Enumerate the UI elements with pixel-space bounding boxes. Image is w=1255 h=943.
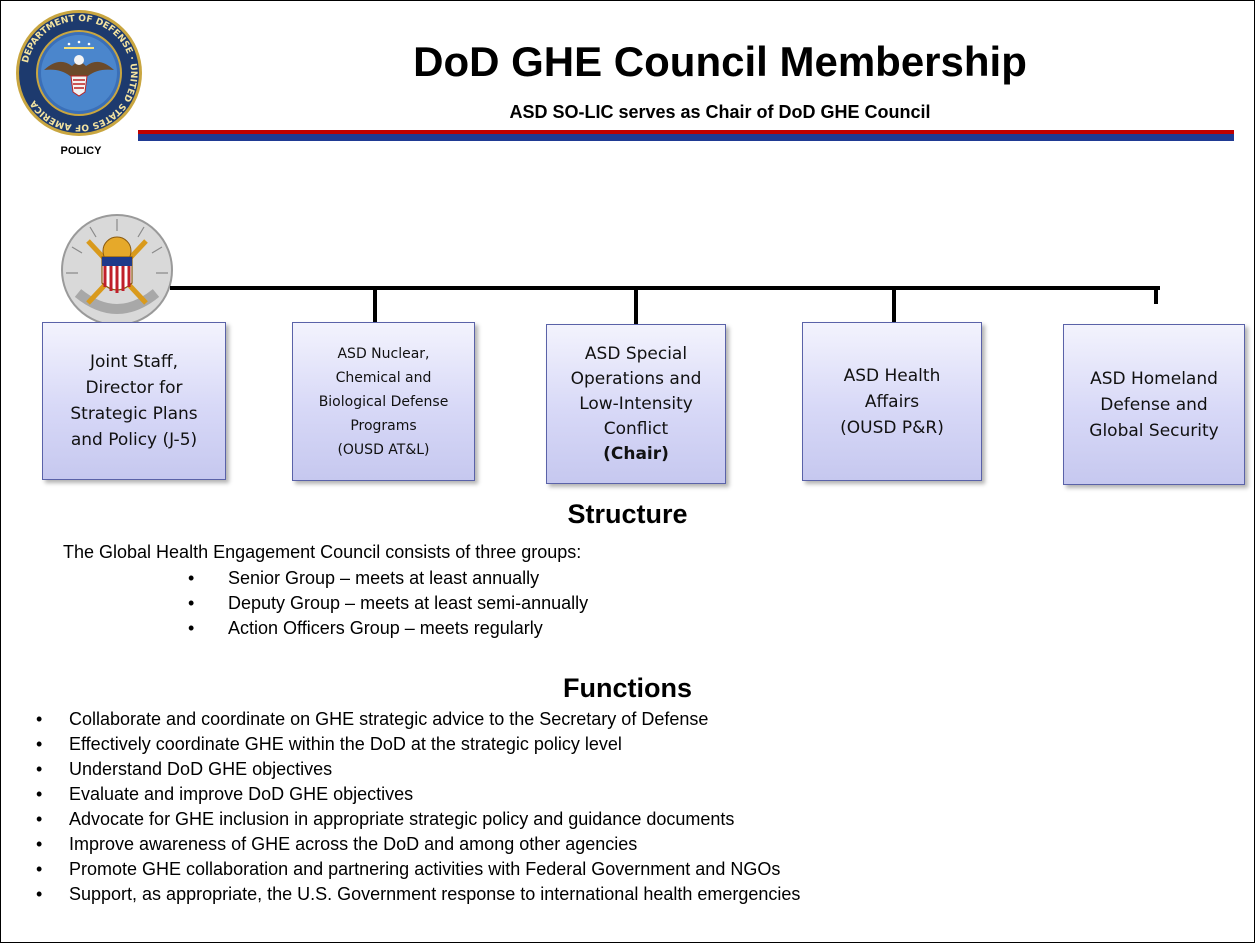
- bullet-icon: •: [36, 734, 43, 754]
- structure-intro: The Global Health Engagement Council con…: [63, 542, 582, 562]
- bullet-icon: •: [36, 834, 43, 854]
- bullet-icon: •: [36, 809, 43, 829]
- list-item: • Action Officers Group – meets regularly: [188, 616, 588, 641]
- list-item-text: Advocate for GHE inclusion in appropriat…: [69, 809, 735, 829]
- list-item-text: Senior Group – meets at least annually: [228, 568, 540, 588]
- list-item: • Improve awareness of GHE across the DoD…: [36, 832, 800, 857]
- list-item-text: Collaborate and coordinate on GHE strate…: [69, 709, 709, 729]
- org-box-label: ASD Nuclear, Chemical and Biological Def…: [318, 345, 449, 458]
- bullet-icon: •: [36, 884, 43, 904]
- structure-list: •Senior Group – meets at least annually …: [188, 566, 588, 641]
- bullet-icon: •: [188, 618, 195, 638]
- org-horizontal-line: [170, 286, 1160, 290]
- list-item: • Understand DoD GHE objectives: [36, 757, 800, 782]
- list-item-text: Evaluate and improve DoD GHE objectives: [69, 784, 414, 804]
- list-item-text: Deputy Group – meets at least semi-annua…: [228, 593, 589, 613]
- org-box-special-operations-chair: ASD Special Operations and Low-Intensity…: [546, 324, 726, 484]
- page-subtitle: ASD SO-LIC serves as Chair of DoD GHE Co…: [509, 102, 931, 122]
- org-box-label: ASD Special Operations and Low-Intensity…: [570, 343, 702, 439]
- org-box-nuclear-chemical-biological: ASD Nuclear, Chemical and Biological Def…: [292, 322, 475, 481]
- header-rule-blue: [138, 134, 1234, 141]
- bullet-icon: •: [188, 593, 195, 613]
- list-item: • Collaborate and coordinate on GHE strat…: [36, 707, 800, 732]
- org-drop-line-2: [373, 288, 377, 322]
- list-item-text: Understand DoD GHE objectives: [69, 759, 333, 779]
- list-item: • Support, as appropriate, the U.S. Gover…: [36, 882, 800, 907]
- org-box-health-affairs: ASD Health Affairs (OUSD P&R): [802, 322, 982, 481]
- joint-chiefs-seal-icon: [61, 214, 173, 326]
- list-item: • Deputy Group – meets at least semi-annu…: [188, 591, 588, 616]
- dod-seal-icon: DEPARTMENT OF DEFENSE · UNITED STATES OF…: [16, 10, 142, 136]
- functions-list: • Collaborate and coordinate on GHE strat…: [36, 707, 800, 907]
- chair-label: (Chair): [603, 443, 669, 464]
- org-box-label: Joint Staff, Director for Strategic Plan…: [70, 352, 198, 450]
- org-drop-line-5: [1154, 286, 1158, 304]
- list-item-text: Action Officers Group – meets regularly: [228, 618, 543, 638]
- bullet-icon: •: [188, 568, 195, 588]
- structure-heading: Structure: [567, 499, 688, 529]
- org-drop-line-4: [892, 288, 896, 322]
- list-item-text: Promote GHE collaboration and partnering…: [69, 859, 781, 879]
- list-item-text: Support, as appropriate, the U.S. Govern…: [69, 884, 801, 904]
- header-rule-red: [138, 130, 1234, 134]
- list-item-text: Improve awareness of GHE across the DoD …: [69, 834, 638, 854]
- seal-caption: POLICY: [60, 145, 102, 157]
- bullet-icon: •: [36, 859, 43, 879]
- list-item: • Senior Group – meets at least annually: [188, 566, 588, 591]
- org-box-joint-staff: Joint Staff, Director for Strategic Plan…: [42, 322, 226, 480]
- bullet-icon: •: [36, 759, 43, 779]
- page-title: DoD GHE Council Membership: [413, 38, 1027, 85]
- org-box-homeland-defense: ASD Homeland Defense and Global Security: [1063, 324, 1245, 485]
- org-box-label: ASD Health Affairs (OUSD P&R): [840, 365, 944, 438]
- bullet-icon: •: [36, 709, 43, 729]
- list-item: • Evaluate and improve DoD GHE objectives: [36, 782, 800, 807]
- list-item-text: Effectively coordinate GHE within the Do…: [69, 734, 622, 754]
- list-item: • Effectively coordinate GHE within the D…: [36, 732, 800, 757]
- functions-heading: Functions: [563, 673, 692, 703]
- list-item: • Advocate for GHE inclusion in appropria…: [36, 807, 800, 832]
- org-drop-line-3: [634, 288, 638, 324]
- bullet-icon: •: [36, 784, 43, 804]
- list-item: • Promote GHE collaboration and partnerin…: [36, 857, 800, 882]
- org-box-label: ASD Homeland Defense and Global Security: [1089, 368, 1219, 441]
